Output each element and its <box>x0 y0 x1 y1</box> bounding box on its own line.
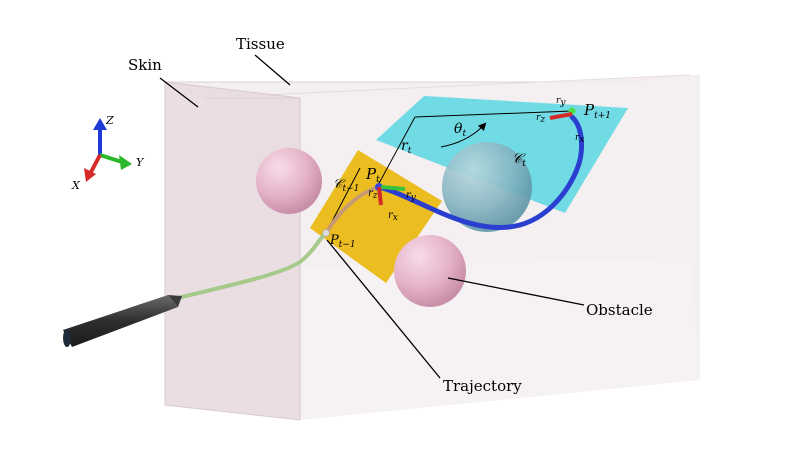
frame-vector-ry <box>380 185 406 191</box>
frame-p-t1 <box>549 112 573 120</box>
obstacle-sphere-large <box>442 142 532 232</box>
frame-vector-rx <box>377 186 383 206</box>
label-tissue: Tissue <box>236 35 285 53</box>
label-p-t: Pt <box>365 165 380 185</box>
axis-z-label: Z <box>105 114 114 127</box>
needle-tip <box>168 295 182 307</box>
leader-lines <box>159 54 585 379</box>
label-theta-t: θt <box>454 121 466 139</box>
axis-z-head <box>93 118 107 130</box>
skin-leader <box>159 77 199 108</box>
needle-cap <box>63 329 71 347</box>
axis-y-head <box>119 155 132 170</box>
tissue-box-bottom-face <box>300 258 700 420</box>
axis-x-arrow <box>89 154 102 173</box>
label-ry-next: ry <box>556 96 566 108</box>
axis-y-label: Y <box>136 156 145 169</box>
label-ry: ry <box>406 190 417 203</box>
theta-arc <box>440 122 487 148</box>
trajectory-leader <box>326 239 441 379</box>
label-rz: rz <box>368 188 378 201</box>
axis-x-label: X <box>71 179 81 192</box>
label-skin: Skin <box>128 56 162 74</box>
axes-icon: Z Y X <box>71 114 145 192</box>
trajectory-past <box>168 231 328 302</box>
label-rx-next: rx <box>575 133 584 145</box>
label-obstacle: Obstacle <box>586 301 653 319</box>
tissue-box-right-face <box>690 75 700 380</box>
label-p-tm1: Pt−1 <box>329 233 356 250</box>
trajectory-future <box>376 114 585 231</box>
skin-face <box>164 81 301 421</box>
radius-line <box>414 110 573 118</box>
label-r-t: rt <box>401 138 412 156</box>
trajectory-current <box>324 185 381 235</box>
label-trajectory: Trajectory <box>443 377 522 395</box>
axis-x-head <box>84 168 96 182</box>
radius-line <box>376 116 416 188</box>
obstacle-sphere-lower <box>394 235 466 307</box>
needle-shaft <box>63 295 178 347</box>
label-p-t1: Pt+1 <box>583 101 611 121</box>
frame-vector-rx-next <box>549 112 573 120</box>
label-rx: rx <box>388 210 398 223</box>
obstacle-sphere-upper-left <box>256 148 322 214</box>
axis-y-arrow <box>99 153 123 164</box>
needle-trajectory <box>168 107 585 302</box>
tissue-leader <box>254 54 291 86</box>
needle-body <box>63 295 182 347</box>
point-p-tm1 <box>322 229 330 237</box>
plane-previous <box>310 150 442 283</box>
obstacle-leader <box>447 277 585 306</box>
label-rz-next: rz <box>536 113 545 125</box>
frame-p-t <box>377 185 406 206</box>
